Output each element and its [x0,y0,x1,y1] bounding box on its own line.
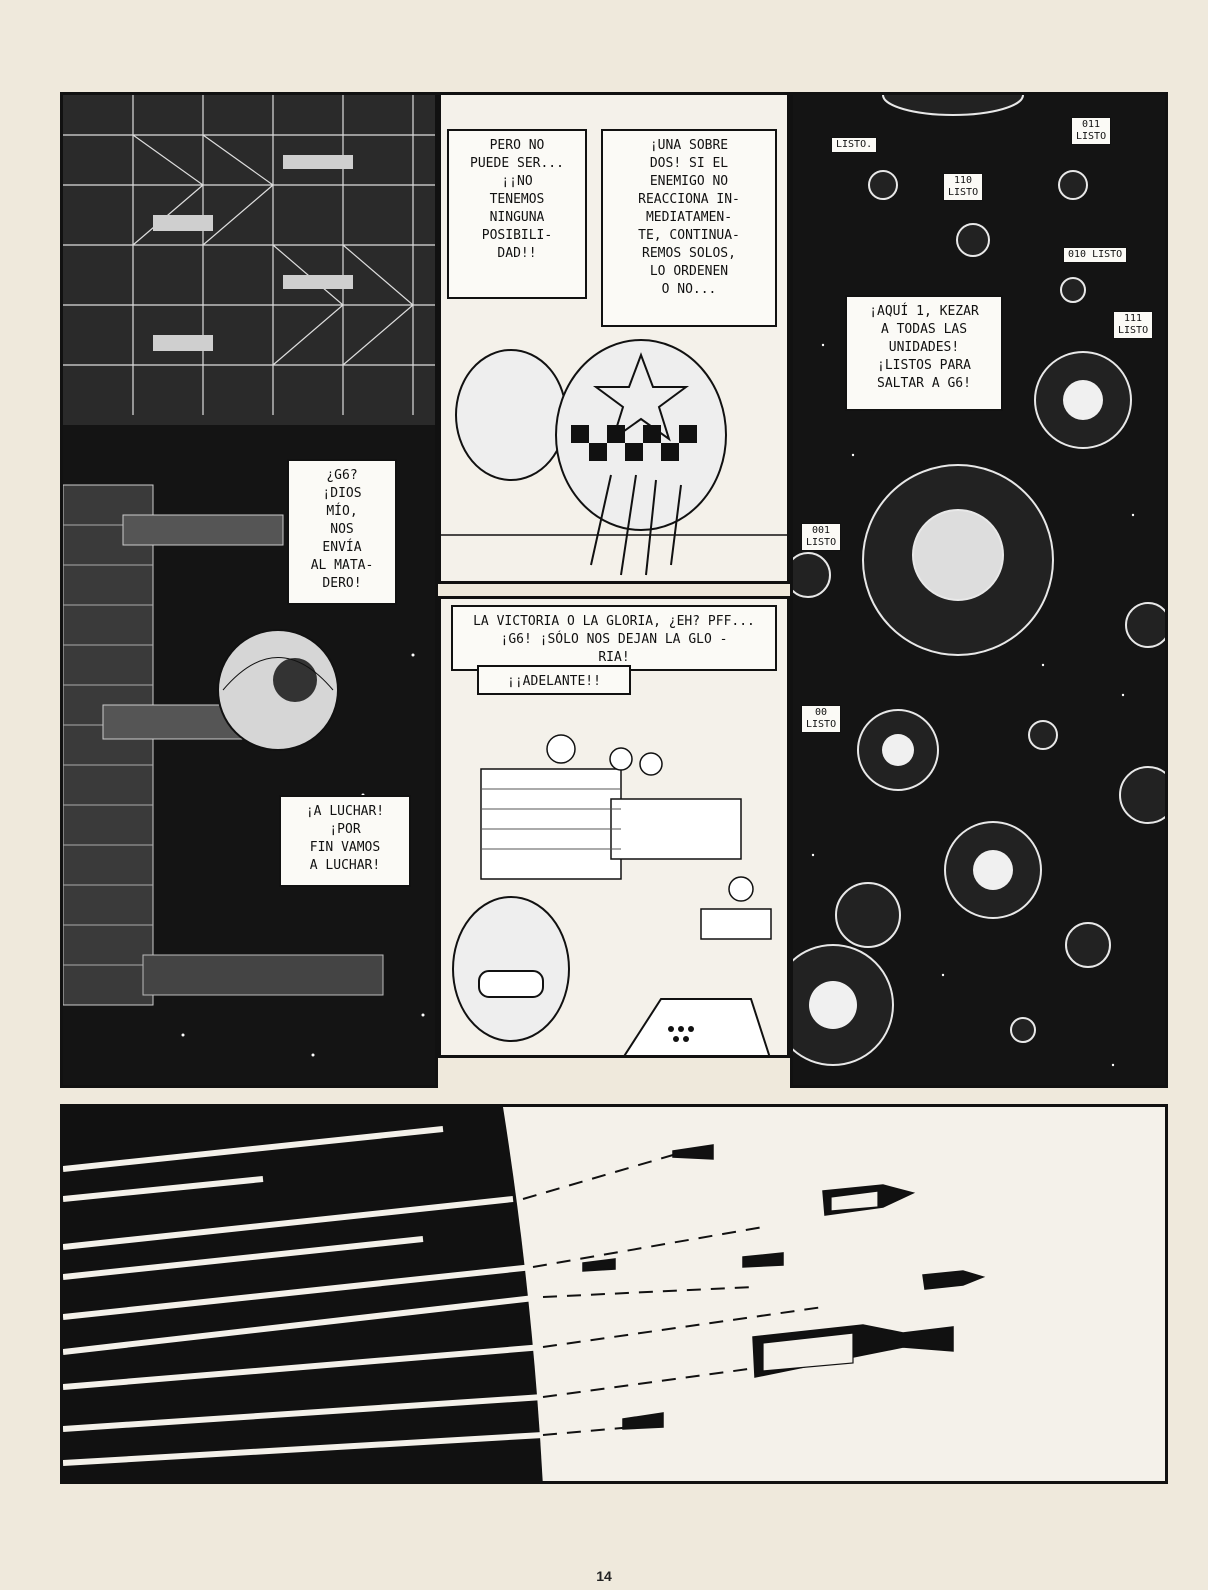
speech-bubble: ¡AQUÍ 1, KEZAR A TODAS LAS UNIDADES! ¡LI… [845,295,1003,411]
status-tag: 110 LISTO [943,173,984,201]
speech-bubble: LA VICTORIA O LA GLORIA, ¿EH? PFF... ¡G6… [451,605,777,671]
speech-bubble: PERO NO PUEDE SER... ¡¡NO TENEMOS NINGUN… [447,129,587,299]
status-tag: 111 LISTO [1113,311,1154,339]
status-tag: LISTO. [831,137,878,153]
panel-cockpit-bottom: LA VICTORIA O LA GLORIA, ¿EH? PFF... ¡G6… [438,596,790,1058]
departure-artwork [63,1107,986,1481]
speech-bubble: ¡¡ADELANTE!! [477,665,631,695]
status-tag: 011 LISTO [1071,117,1112,145]
speech-bubble: ¡A LUCHAR! ¡POR FIN VAMOS A LUCHAR! [279,795,411,887]
fleet-artwork [793,95,1165,1067]
status-tag: 00 LISTO [801,705,842,733]
space-station-artwork [63,95,435,1057]
panel-space-station: ¿G6? ¡DIOS MÍO, NOS ENVÍA AL MATA- DERO!… [60,92,438,1088]
panel-fleet-departure [60,1104,1168,1484]
speech-bubble: ¿G6? ¡DIOS MÍO, NOS ENVÍA AL MATA- DERO! [287,459,397,605]
status-tag: 010 LISTO [1063,247,1128,263]
speech-bubble: ¡UNA SOBRE DOS! SI EL ENEMIGO NO REACCIO… [601,129,777,327]
panel-fleet: ¡AQUÍ 1, KEZAR A TODAS LAS UNIDADES! ¡LI… [790,92,1168,1088]
status-tag: 001 LISTO [801,523,842,551]
page-number: 14 [596,1568,612,1584]
panel-cockpit-top: PERO NO PUEDE SER... ¡¡NO TENEMOS NINGUN… [438,92,790,584]
